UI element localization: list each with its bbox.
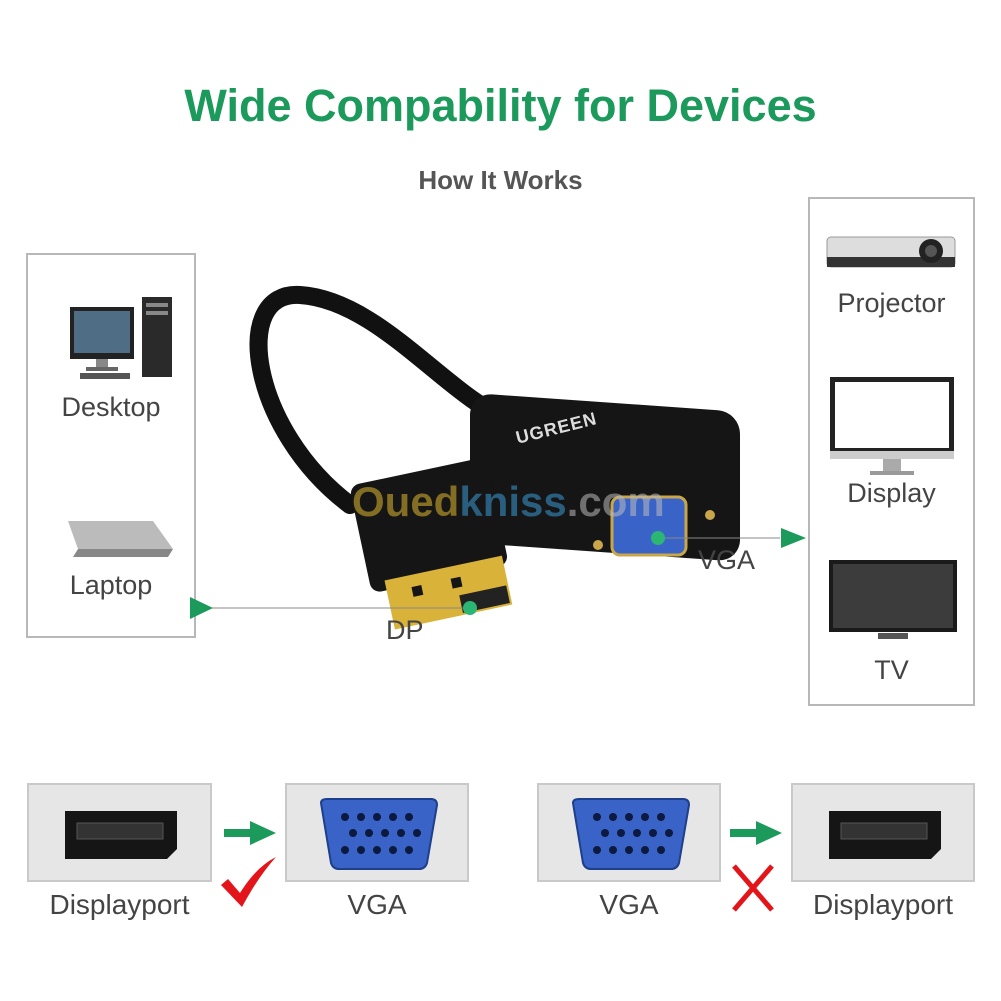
laptop-icon [68, 521, 173, 557]
source-label-desktop: Desktop [61, 392, 161, 422]
vga-connector-icon [319, 798, 439, 870]
displayport-tile [27, 783, 212, 882]
source-devices-box: Desktop Laptop [26, 253, 196, 638]
arrow-right-icon [730, 821, 782, 845]
arrow-right-icon [224, 821, 276, 845]
output-devices-box: Projector Display TV [808, 197, 975, 706]
display-icon [830, 377, 954, 475]
output-label-display: Display [847, 478, 936, 508]
compat-from-label: VGA [599, 889, 659, 920]
watermark-part: .com [566, 478, 665, 525]
vga-tile [537, 783, 721, 882]
page-title: Wide Compability for Devices [184, 80, 817, 131]
output-label-tv: TV [874, 655, 909, 685]
adapter-illustration [190, 285, 806, 630]
projector-icon [826, 236, 956, 268]
compat-from-label: Displayport [49, 889, 190, 920]
cross-icon [732, 864, 774, 912]
vga-tile [285, 783, 469, 882]
tv-icon [829, 560, 957, 639]
watermark-part: kniss [459, 478, 567, 525]
dp-port-label: DP [386, 615, 424, 645]
source-label-laptop: Laptop [69, 570, 153, 600]
vga-connector-icon [571, 798, 691, 870]
output-label-projector: Projector [837, 288, 946, 318]
watermark: Ouedkniss.com [352, 478, 665, 526]
checkmark-icon [221, 857, 276, 907]
displayport-connector-icon [65, 811, 177, 859]
compat-to-label: Displayport [812, 889, 954, 920]
compat-to-label: VGA [347, 889, 407, 920]
desktop-icon [70, 297, 172, 379]
displayport-connector-icon [829, 811, 941, 859]
page-subtitle: How It Works [418, 165, 583, 195]
vga-port-label: VGA [698, 545, 756, 575]
watermark-part: Oued [352, 478, 460, 525]
displayport-tile [791, 783, 975, 882]
